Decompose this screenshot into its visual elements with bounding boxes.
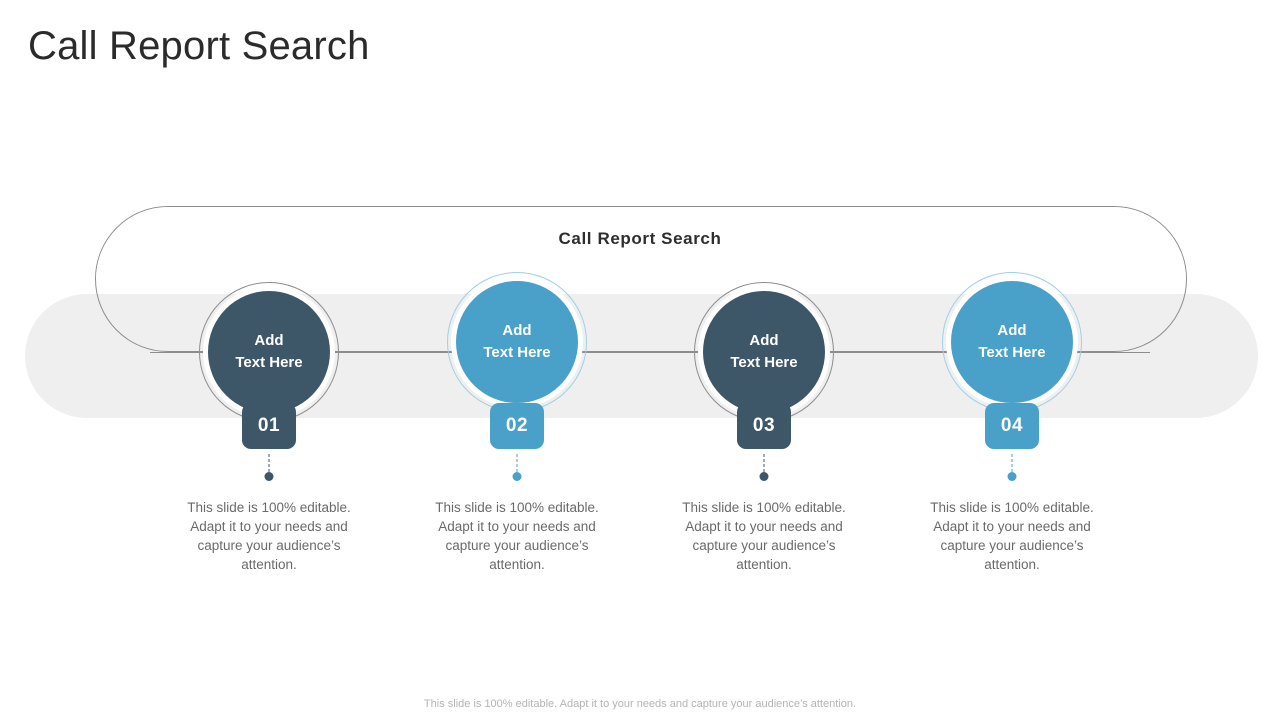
node-description-03: This slide is 100% editable. Adapt it to…: [682, 500, 846, 572]
circle-wrapper-02: Add Text Here: [447, 272, 587, 412]
number-badge-02[interactable]: 02: [490, 403, 544, 449]
connector-dot-04: [1007, 472, 1017, 481]
horizontal-connector-line: [150, 352, 1150, 353]
pill-top-mask: [96, 207, 1186, 279]
dashed-connector-02: [516, 454, 518, 472]
circle-label-01[interactable]: Add Text Here: [208, 291, 330, 413]
circle-wrapper-04: Add Text Here: [942, 272, 1082, 412]
circle-line2-02: Text Here: [483, 344, 551, 361]
connector-dot-03: [759, 472, 769, 481]
circle-line2-01: Text Here: [235, 354, 303, 371]
number-badge-03[interactable]: 03: [737, 403, 791, 449]
circle-wrapper-03: Add Text Here: [694, 282, 834, 422]
circle-line1-03: Add: [749, 332, 779, 350]
node-description-02: This slide is 100% editable. Adapt it to…: [435, 500, 599, 572]
circle-line1-04: Add: [997, 322, 1027, 340]
dashed-connector-03: [763, 454, 765, 472]
background-pill-outline: [95, 206, 1187, 352]
circle-label-03[interactable]: Add Text Here: [703, 291, 825, 413]
circle-line2-03: Text Here: [730, 354, 798, 371]
number-badge-01[interactable]: 01: [242, 403, 296, 449]
page-title: Call Report Search: [28, 24, 370, 68]
node-01[interactable]: Add Text Here 01 This slide is 100% edit…: [149, 282, 389, 572]
circle-line2-04: Text Here: [978, 344, 1046, 361]
circle-label-04[interactable]: Add Text Here: [951, 281, 1073, 403]
circle-label-02[interactable]: Add Text Here: [456, 281, 578, 403]
footer-note: This slide is 100% editable. Adapt it to…: [423, 698, 857, 710]
number-badge-04[interactable]: 04: [985, 403, 1039, 449]
node-04[interactable]: Add Text Here 04 This slide is 100% edit…: [892, 272, 1132, 572]
dashed-connector-04: [1011, 454, 1013, 472]
node-description-01: This slide is 100% editable. Adapt it to…: [187, 500, 351, 572]
dashed-connector-01: [268, 454, 270, 472]
node-description-04: This slide is 100% editable. Adapt it to…: [930, 500, 1094, 572]
diagram-heading: Call Report Search: [558, 229, 722, 248]
circle-wrapper-01: Add Text Here: [199, 282, 339, 422]
circle-line1-02: Add: [502, 322, 532, 340]
connector-dot-02: [512, 472, 522, 481]
node-03[interactable]: Add Text Here 03 This slide is 100% edit…: [644, 282, 884, 572]
connector-dot-01: [264, 472, 274, 481]
circle-line1-01: Add: [254, 332, 284, 350]
node-02[interactable]: Add Text Here 02 This slide is 100% edit…: [397, 272, 637, 572]
